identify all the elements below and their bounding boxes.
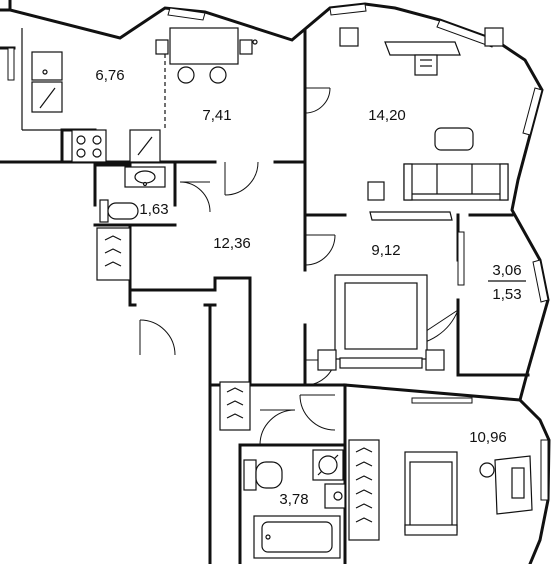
kitchen-fixtures (21, 28, 166, 163)
living-furniture (339, 27, 509, 201)
dining-area-label: 7,41 (202, 107, 231, 124)
balcony-bottom-area-label: 1,53 (492, 286, 521, 303)
room-labels: 6,76 7,41 14,20 1,63 12,36 9,12 3,06 1,5… (95, 67, 526, 508)
bedroom-area-label: 9,12 (371, 242, 400, 259)
balcony-top-area-label: 3,06 (492, 262, 521, 279)
bedroom-2-furniture (404, 451, 533, 536)
bathroom-fixtures (243, 449, 346, 559)
windows (7, 3, 549, 501)
bedroom-furniture (317, 211, 453, 371)
doors (139, 87, 459, 446)
dining-set (155, 27, 258, 84)
wardrobes (96, 227, 380, 541)
living-area-label: 14,20 (368, 107, 406, 124)
bedroom-2-area-label: 10,96 (469, 429, 507, 446)
kitchen-area-label: 6,76 (95, 67, 124, 84)
small-bath-area-label: 1,63 (139, 201, 168, 218)
bathroom-area-label: 3,78 (279, 491, 308, 508)
small-bath-fixtures (99, 166, 166, 223)
hall-area-label: 12,36 (213, 235, 251, 252)
interior-walls (60, 28, 530, 564)
